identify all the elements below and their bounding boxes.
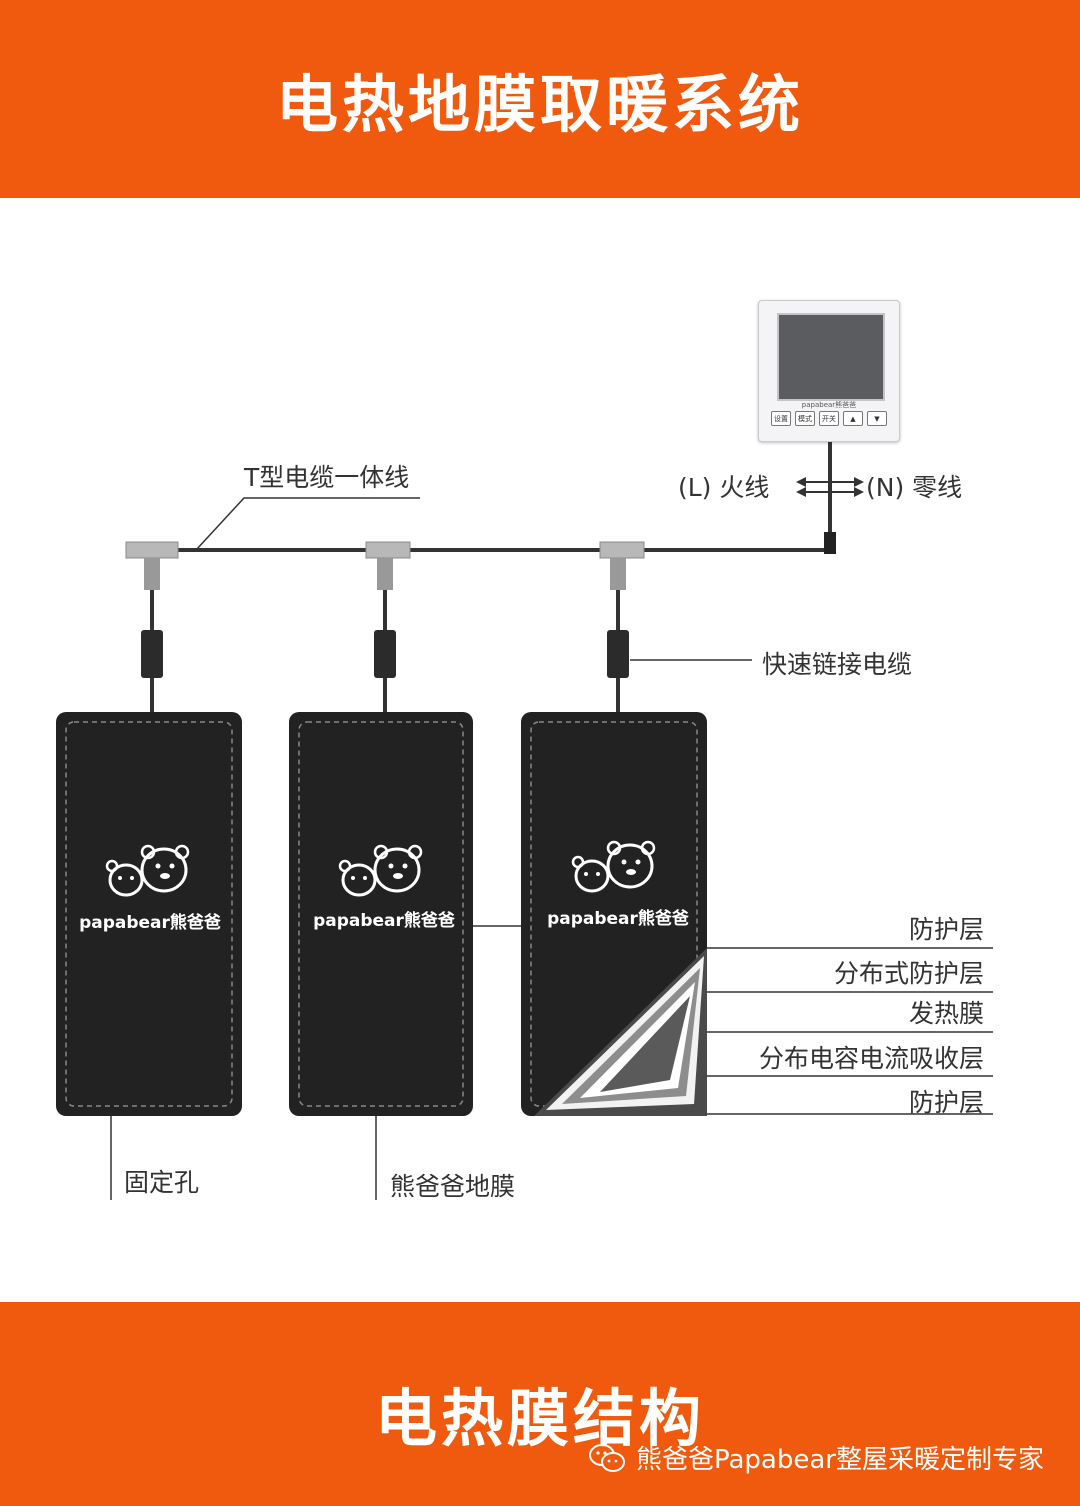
thermostat-key-down: ▼: [867, 411, 887, 426]
layer-label-capacitance: 分布电容电流吸收层: [758, 1044, 984, 1073]
bear-logo-3: [571, 840, 656, 893]
floor-film-panel-3: [521, 712, 707, 1116]
thermostat-brand: papabear熊爸爸: [801, 401, 857, 409]
t-connector-1: [125, 541, 179, 712]
thermostat-key-set: 设置: [771, 411, 791, 426]
brand-logo-text-1: papabear熊爸爸: [79, 912, 221, 933]
t-connector-3: [599, 541, 645, 712]
section-title: 电热膜结构: [374, 1382, 705, 1455]
wire-arrows: [796, 477, 864, 497]
watermark-text: 熊爸爸Papabear整屋采暖定制专家: [635, 1445, 1044, 1475]
peeled-layer-dark: [600, 996, 690, 1092]
bear-logo-1: [105, 844, 190, 897]
cable-end-cap: [824, 532, 836, 554]
thermostat-key-mode: 模式: [795, 411, 815, 426]
system-diagram: papabear熊爸爸 papabear熊爸爸 papabear熊爸爸: [56, 440, 993, 1200]
watermark: 熊爸爸Papabear整屋采暖定制专家: [588, 1439, 1044, 1476]
header-banner: 电热地膜取暖系统: [0, 0, 1080, 198]
footer-banner: 电热膜结构 熊爸爸Papabear整屋采暖定制专家: [0, 1302, 1080, 1506]
thermostat-keys: 设置 模式 开关 ▲ ▼: [771, 411, 887, 426]
t-cable-leader: [195, 497, 420, 551]
label-quick-cable: 快速链接电缆: [762, 650, 913, 679]
t-connector-2: [365, 541, 411, 712]
layer-label-protect-top: 防护层: [908, 915, 984, 944]
label-t-cable: T型电缆一体线: [244, 463, 410, 492]
thermostat-key-power: 开关: [819, 411, 839, 426]
floor-film-panel-2: [289, 712, 473, 1116]
floor-film-panel-1: [56, 712, 242, 1116]
page-title: 电热地膜取暖系统: [275, 68, 804, 141]
brand-logo-text-3: papabear熊爸爸: [547, 908, 689, 929]
label-neutral-wire: (N) 零线: [866, 473, 963, 502]
label-live-wire: (L) 火线: [678, 473, 770, 502]
thermostat-screen: [777, 313, 885, 401]
label-floor-film: 熊爸爸地膜: [390, 1172, 516, 1201]
wechat-icon: [588, 1443, 625, 1472]
layer-label-protect-bottom: 防护层: [908, 1088, 984, 1117]
brand-logo-text-2: papabear熊爸爸: [313, 910, 455, 931]
label-fixing-hole: 固定孔: [124, 1168, 200, 1197]
layer-leaders: [707, 947, 993, 1115]
layer-label-distributed: 分布式防护层: [833, 959, 984, 988]
thermostat-key-up: ▲: [843, 411, 863, 426]
bear-logo-2: [338, 844, 423, 897]
layer-label-heating: 发热膜: [908, 999, 984, 1028]
thermostat-controller: papabear熊爸爸 设置 模式 开关 ▲ ▼: [758, 300, 900, 442]
